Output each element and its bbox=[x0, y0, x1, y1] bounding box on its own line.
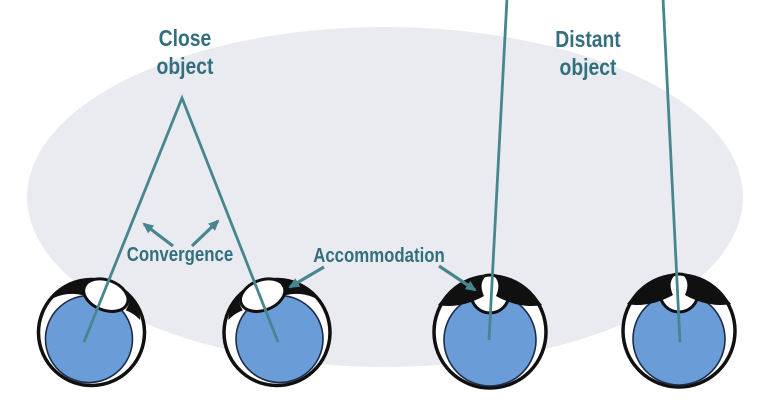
close-object-label: Close object bbox=[156, 25, 214, 79]
accommodation-arrow-right bbox=[438, 264, 477, 292]
distant-object-ray-left bbox=[487, 0, 509, 341]
convergence-arrow-right bbox=[190, 219, 220, 248]
accommodation-arrow-left bbox=[288, 265, 325, 289]
close-object-rays bbox=[82, 94, 280, 343]
convergence-label: Convergence bbox=[126, 244, 234, 266]
distant-object-label: Distant object bbox=[555, 26, 621, 80]
convergence-arrow-left bbox=[142, 222, 174, 248]
background-ellipse bbox=[27, 27, 743, 367]
distant-object-ray-right bbox=[661, 0, 682, 343]
accommodation-label: Accommodation bbox=[313, 245, 445, 267]
